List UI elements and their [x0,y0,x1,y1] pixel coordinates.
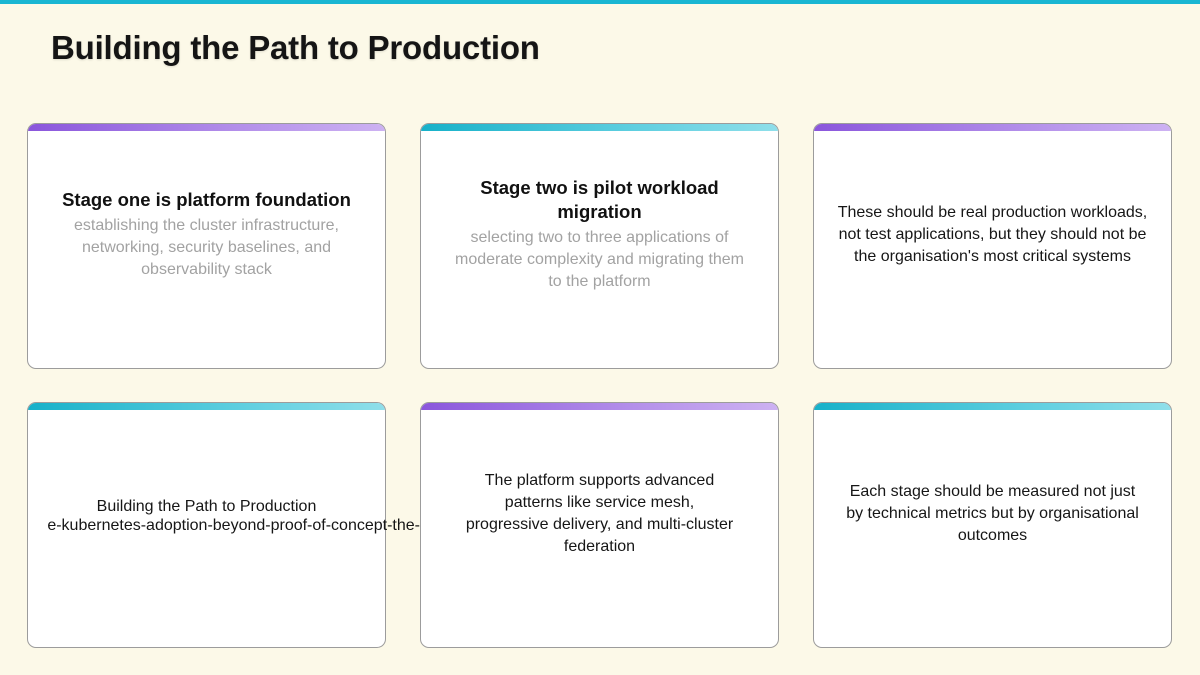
stage-one-card: Stage one is platform foundation establi… [27,123,386,369]
card-accent-bar [28,403,385,410]
card-accent-bar [28,124,385,131]
card-subtext: selecting two to three applications of m… [454,229,745,290]
card-accent-bar [421,124,778,131]
card-heading: Stage two is pilot workload migration [480,177,719,222]
path-to-production-card: Building the Path to Production [27,402,386,648]
card-text: These should be real production workload… [837,203,1148,265]
card-text: The platform supports advanced patterns … [465,471,734,555]
measured-outcomes-card: Each stage should be measured not just b… [813,402,1172,648]
production-workloads-card: These should be real production workload… [813,123,1172,369]
card-slug-clip: e-kubernetes-adoption-beyond-proof-of-co… [0,515,420,541]
card-subtext: establishing the cluster infrastructure,… [73,217,339,278]
card-text: Each stage should be measured not just b… [846,482,1139,544]
card-accent-bar [421,403,778,410]
card-accent-bar [814,403,1171,410]
slide-title: Building the Path to Production [51,29,540,66]
card-accent-bar [814,124,1171,131]
card-heading: Stage one is platform foundation [62,189,351,210]
top-accent-bar [0,0,1200,4]
card-slug-line: e-kubernetes-adoption-beyond-proof-of-co… [47,517,420,534]
stage-two-card: Stage two is pilot workload migration se… [420,123,779,369]
advanced-patterns-card: The platform supports advanced patterns … [420,402,779,648]
card-title-line: Building the Path to Production [96,497,317,515]
